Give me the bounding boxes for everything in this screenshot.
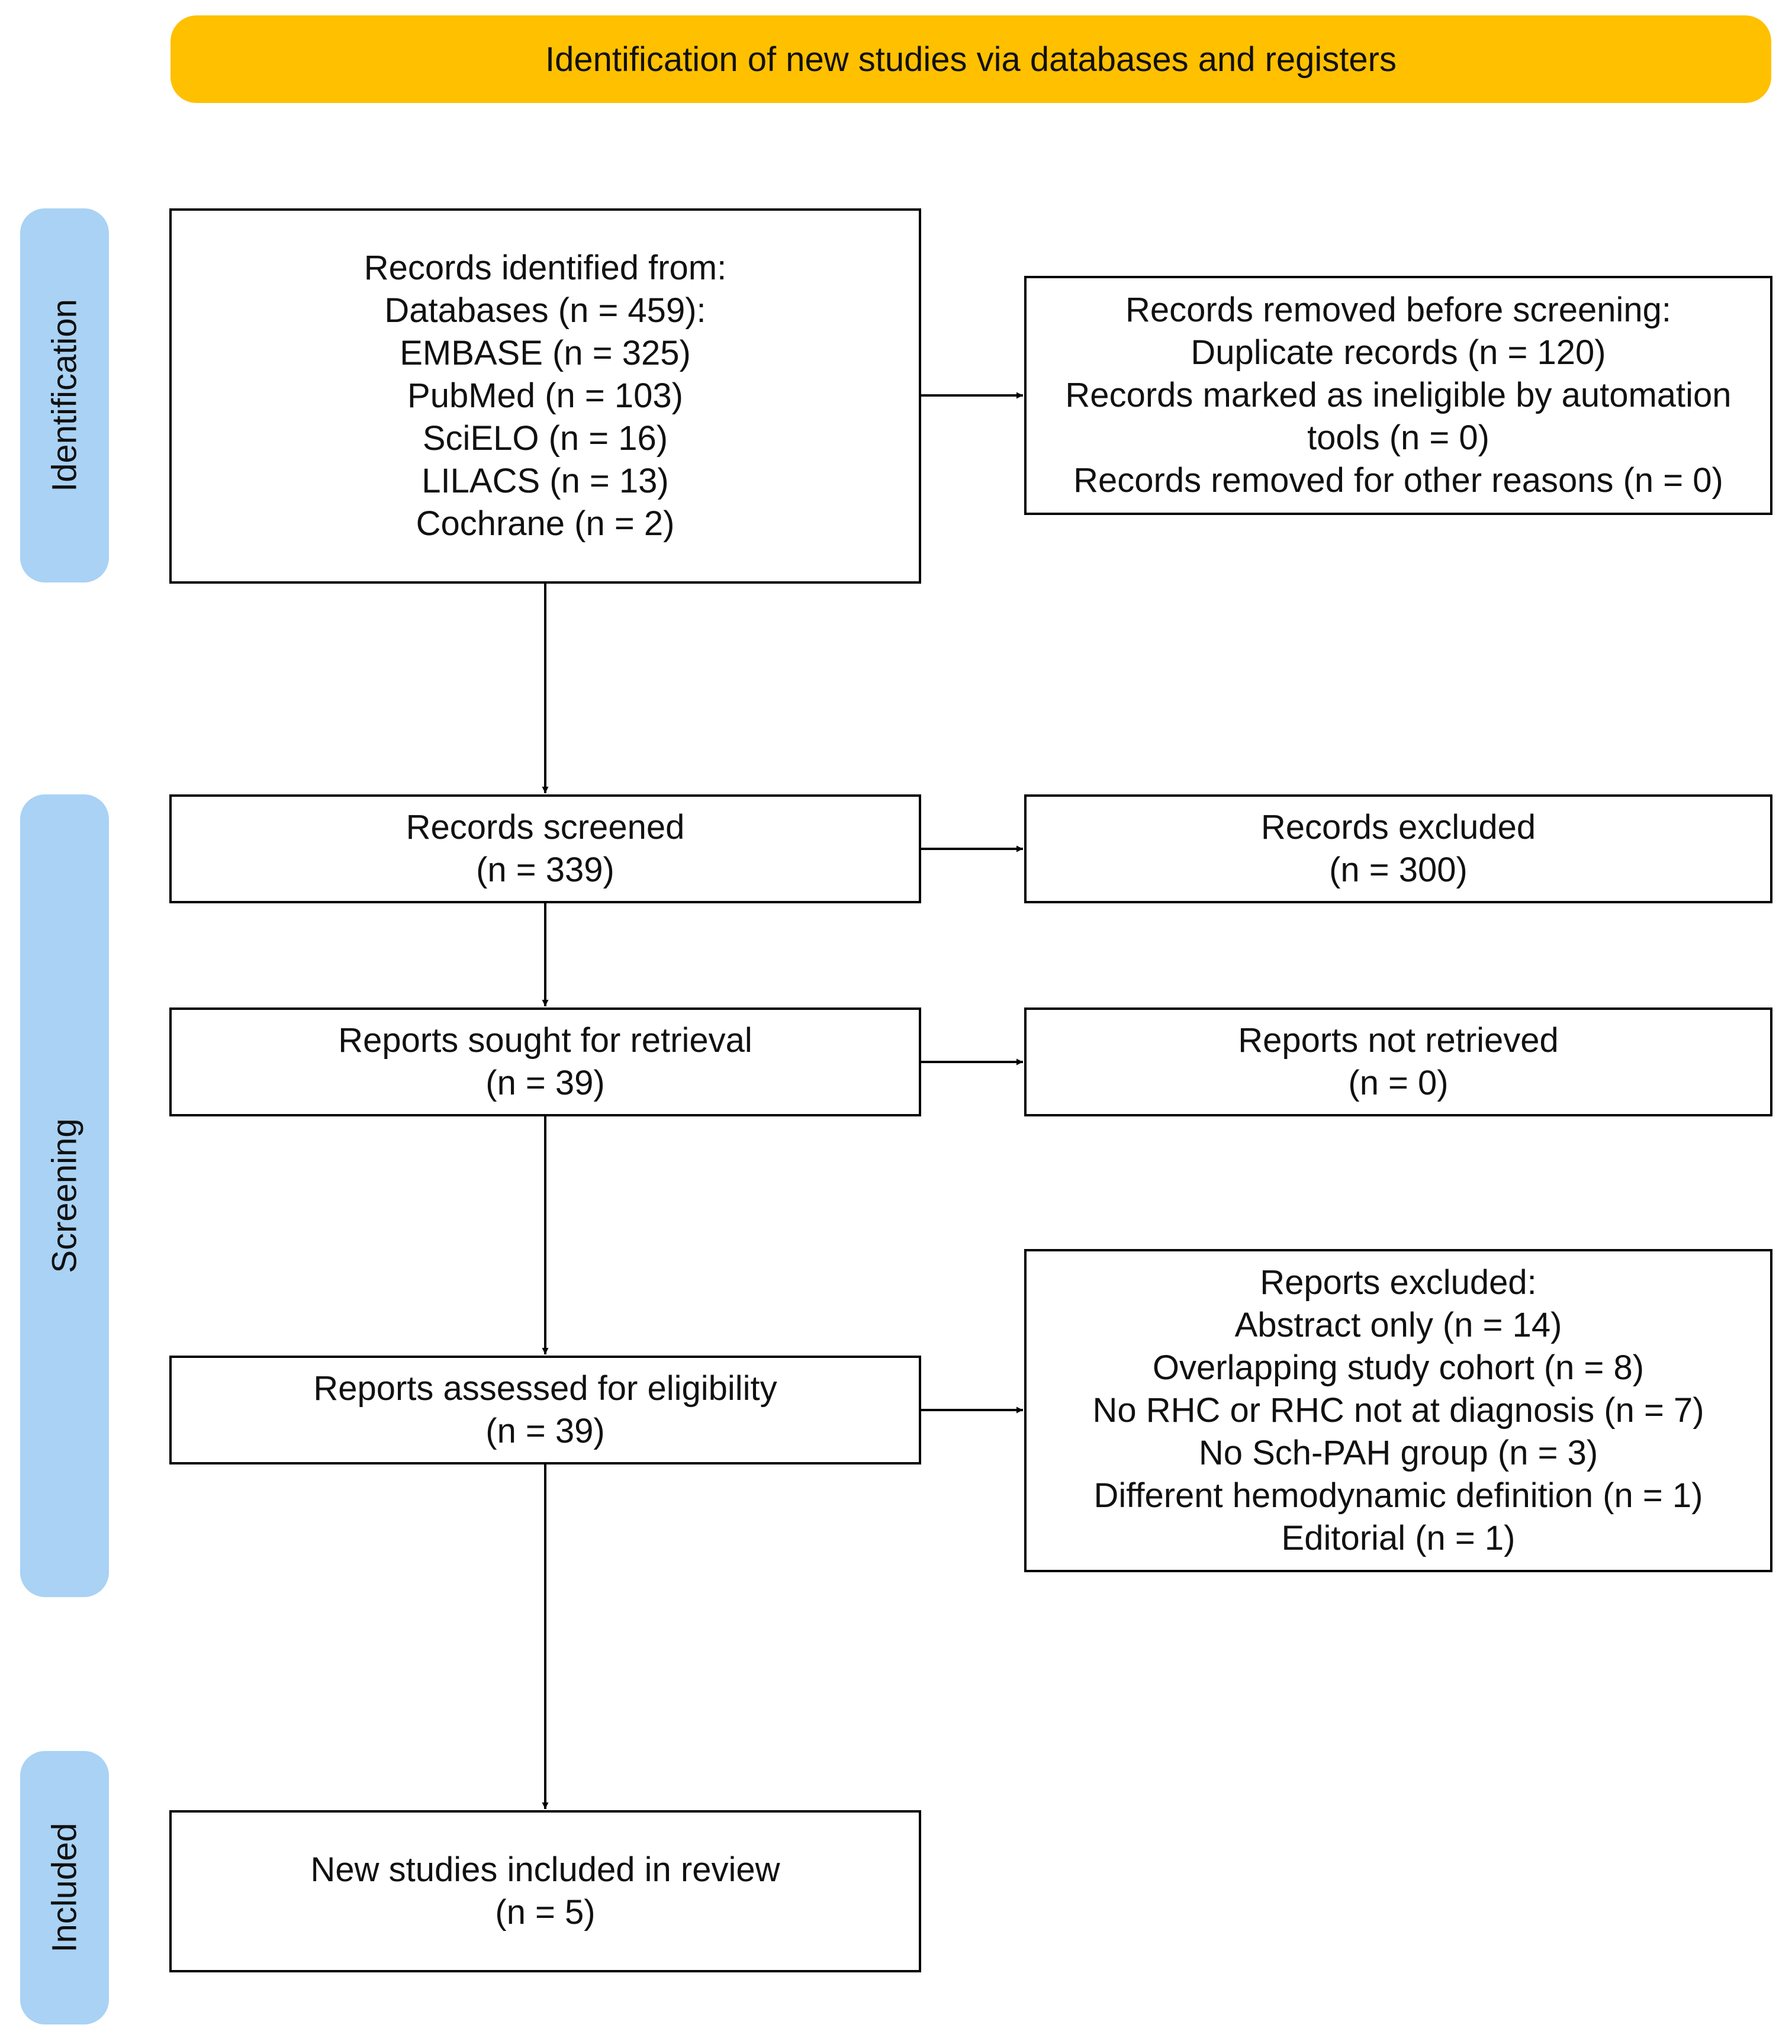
box-line: Reports assessed for eligibility [313, 1369, 777, 1408]
box-reports-not-retrieved: Reports not retrieved (n = 0) [1024, 1007, 1772, 1116]
box-line: Reports excluded: [1260, 1263, 1537, 1302]
box-line: (n = 5) [495, 1893, 596, 1932]
box-line: (n = 300) [1329, 851, 1468, 889]
box-line: Records removed for other reasons (n = 0… [1073, 461, 1723, 500]
box-line: Overlapping study cohort (n = 8) [1152, 1348, 1645, 1387]
box-records-screened: Records screened (n = 339) [169, 794, 921, 903]
box-line: Different hemodynamic definition (n = 1) [1093, 1476, 1703, 1515]
box-line: (n = 39) [485, 1412, 605, 1450]
stage-identification: Identification [20, 208, 109, 582]
box-line: Duplicate records (n = 120) [1191, 333, 1606, 372]
box-line: (n = 0) [1348, 1064, 1449, 1102]
box-line: Reports sought for retrieval [338, 1021, 752, 1060]
box-line: Records screened [406, 808, 685, 846]
box-line: Records identified from: [363, 249, 727, 287]
box-line: SciELO (n = 16) [422, 419, 668, 458]
box-line: (n = 39) [485, 1064, 605, 1102]
box-records-excluded: Records excluded (n = 300) [1024, 794, 1772, 903]
box-line: Records removed before screening: [1125, 291, 1672, 329]
box-reports-sought: Reports sought for retrieval (n = 39) [169, 1007, 921, 1116]
box-records-removed: Records removed before screening: Duplic… [1024, 276, 1772, 515]
banner-identification-header: Identification of new studies via databa… [170, 15, 1771, 103]
box-reports-assessed: Reports assessed for eligibility (n = 39… [169, 1356, 921, 1464]
banner-title: Identification of new studies via databa… [545, 40, 1397, 79]
box-line: Databases (n = 459): [384, 291, 706, 330]
box-line: No RHC or RHC not at diagnosis (n = 7) [1092, 1391, 1704, 1430]
box-line: Cochrane (n = 2) [416, 504, 675, 543]
box-line: LILACS (n = 13) [422, 462, 669, 500]
box-included-studies: New studies included in review (n = 5) [169, 1810, 921, 1972]
box-reports-excluded: Reports excluded: Abstract only (n = 14)… [1024, 1249, 1772, 1572]
box-line: Editorial (n = 1) [1281, 1519, 1516, 1557]
stage-screening: Screening [20, 794, 109, 1597]
box-line: Records excluded [1260, 808, 1536, 846]
box-line: (n = 339) [476, 851, 615, 889]
stage-included: Included [20, 1751, 109, 2024]
box-line: Records marked as ineligible by automati… [1065, 376, 1732, 414]
box-line: No Sch-PAH group (n = 3) [1198, 1434, 1598, 1472]
box-records-identified: Records identified from: Databases (n = … [169, 208, 921, 584]
box-line: PubMed (n = 103) [407, 376, 683, 415]
box-line: Reports not retrieved [1238, 1021, 1559, 1060]
box-line: Abstract only (n = 14) [1234, 1306, 1562, 1344]
box-line: New studies included in review [310, 1850, 780, 1889]
box-line: EMBASE (n = 325) [400, 334, 691, 372]
box-line: tools (n = 0) [1307, 419, 1489, 457]
